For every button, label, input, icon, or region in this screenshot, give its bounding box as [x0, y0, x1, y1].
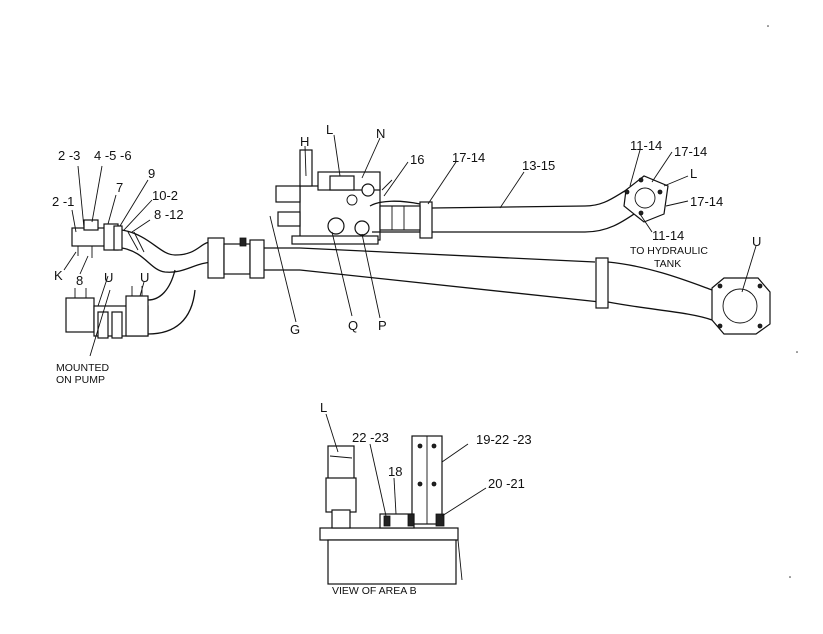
callout-10-2: 10-2 — [152, 188, 178, 203]
callout-19-22-23: 19-22 -23 — [476, 432, 532, 447]
callout-20-21: 20 -21 — [488, 476, 525, 491]
caption-on-pump: ON PUMP — [56, 374, 105, 386]
callout-L-top: L — [326, 122, 333, 137]
area-b-view — [319, 435, 463, 585]
callout-17-14-a: 17-14 — [452, 150, 485, 165]
callout-2-3: 2 -3 — [58, 148, 80, 163]
caption-view-of-area-b: VIEW OF AREA B — [332, 585, 417, 597]
callout-G: G — [290, 322, 300, 337]
callout-2-1: 2 -1 — [52, 194, 74, 209]
hose-coupling — [207, 237, 300, 279]
callout-9: 9 — [148, 166, 155, 181]
callout-L-view: L — [320, 400, 327, 415]
caption-mounted: MOUNTED — [56, 362, 109, 374]
pump-fitting-assembly — [65, 219, 149, 339]
callout-16: 16 — [410, 152, 424, 167]
callout-11-14-a: 11-14 — [630, 138, 662, 153]
suction-line — [299, 247, 771, 335]
callout-7: 7 — [116, 180, 123, 195]
valve-outlet-pipe — [369, 200, 433, 239]
caption-tank: TANK — [654, 258, 681, 270]
callout-13-15: 13-15 — [522, 158, 555, 173]
callout-17-14-b: 17-14 — [674, 144, 707, 159]
callout-11-14-b: 11-14 — [652, 228, 684, 243]
callout-18: 18 — [388, 464, 402, 479]
leader-lines — [63, 134, 757, 517]
callout-N: N — [376, 126, 385, 141]
callout-17-14-c: 17-14 — [690, 194, 723, 209]
callout-U-2: U — [140, 270, 149, 285]
callout-U-3: U — [752, 234, 761, 249]
callout-U-1: U — [104, 270, 113, 285]
callout-labels: 2 -3 4 -5 -6 2 -1 7 9 10-2 8 -12 K 8 U U… — [52, 122, 761, 491]
callout-Q: Q — [348, 318, 358, 333]
callout-K: K — [54, 268, 63, 283]
callout-H: H — [300, 134, 309, 149]
pump-hose — [121, 229, 216, 335]
callout-22-23: 22 -23 — [352, 430, 389, 445]
callout-4-5-6: 4 -5 -6 — [94, 148, 132, 163]
callout-8: 8 — [76, 273, 83, 288]
callout-P: P — [378, 318, 387, 333]
callout-8-12: 8 -12 — [154, 207, 184, 222]
captions: TO HYDRAULIC TANK MOUNTED ON PUMP VIEW O… — [56, 245, 708, 597]
return-line — [431, 175, 669, 233]
control-valve-block — [275, 149, 393, 245]
callout-L-right: L — [690, 166, 697, 181]
caption-to-hydraulic: TO HYDRAULIC — [630, 245, 708, 257]
